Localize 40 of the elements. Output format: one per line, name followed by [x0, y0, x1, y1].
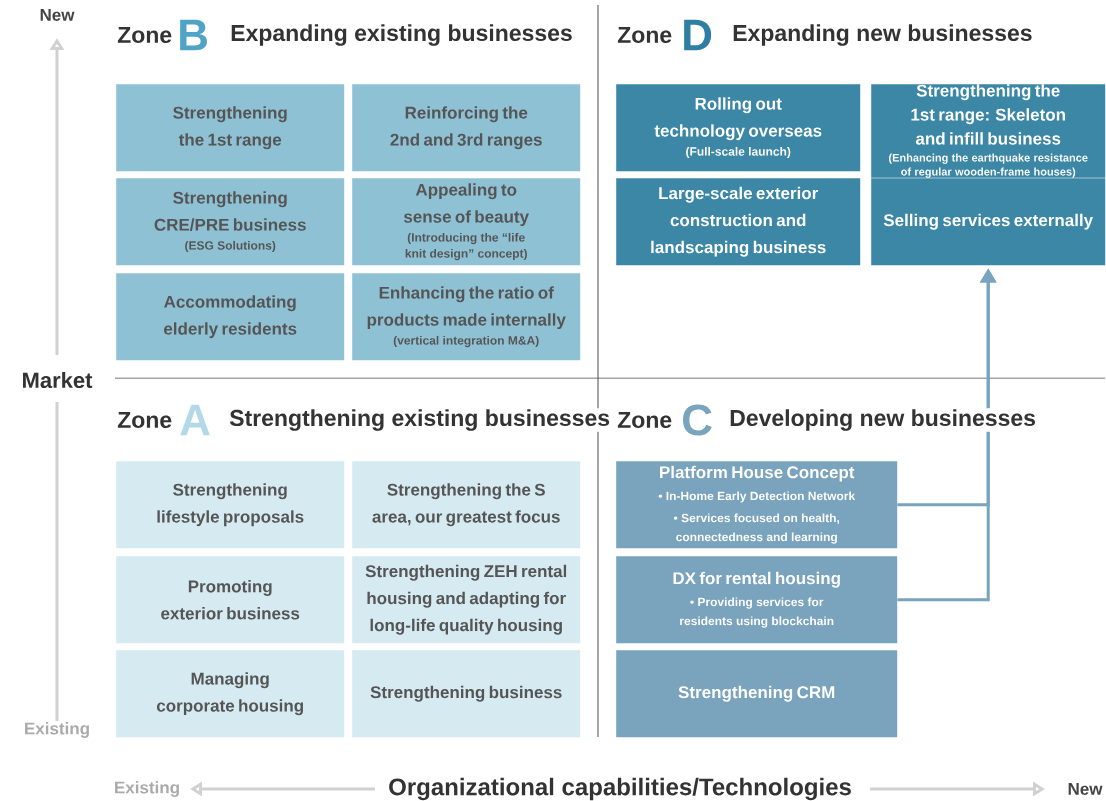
zone-title: Expanding existing businesses	[229, 23, 574, 47]
node-label: Selling services externally	[883, 213, 1094, 230]
strategy-box: Enhancing the ratio of products made internally (vertical integration M&A)	[352, 273, 581, 361]
strategy-box: Appealing to sense of beauty (Introducing the “life knit design” concept)	[352, 178, 581, 266]
zone-title: Expanding new businesses	[731, 23, 1034, 47]
strategy-box: Rolling out technology overseas (Full-scale launch)	[616, 84, 861, 172]
strategy-box: Large-scale exterior construction and landscaping business	[616, 178, 861, 266]
axis-label: Existing	[22, 721, 92, 739]
zone-letter: A	[178, 403, 212, 437]
axis-title: Organizational capabilities/Technologies	[387, 776, 853, 801]
zone-label: Zone	[116, 26, 174, 45]
axis-label: Market	[20, 370, 94, 390]
node-label: Strengthening the 1st range: Skeleton and infill business	[911, 84, 1065, 145]
zone-label: Zone	[116, 411, 174, 430]
strategy-box: Selling services externally	[871, 178, 1106, 266]
strategy-box: DX for rental housing • Providing services for residents using blockchain	[616, 556, 898, 644]
strategy-box: Platform House Concept • In-Home Early Detection Network • Services focused on health, connectedness and learning	[616, 461, 898, 549]
strategy-box: Reinforcing the 2nd and 3rd ranges	[352, 84, 581, 172]
zone-label: Zone	[616, 26, 674, 45]
strategy-box: Promoting exterior business	[116, 556, 345, 644]
zone-letter: D	[680, 18, 714, 52]
zone-title: Strengthening existing businesses	[228, 408, 612, 432]
strategy-box: Strengthening CRE/PRE business (ESG Solutions)	[116, 178, 345, 266]
zone-letter: B	[176, 18, 210, 52]
axis-label: New	[38, 8, 76, 22]
strategy-box: Strengthening the 1st range	[116, 84, 345, 172]
strategy-box: Strengthening lifestyle proposals	[116, 461, 345, 549]
zone-title: Developing new businesses	[728, 408, 1037, 432]
zone-label: Zone	[616, 411, 674, 430]
zone-letter: C	[680, 403, 714, 437]
strategy-box: Managing corporate housing	[116, 650, 345, 738]
strategy-box: Strengthening the S area, our greatest focus	[352, 461, 581, 549]
axis-label: Existing	[112, 780, 182, 798]
node-label: (Enhancing the earthquake resistance of regular wooden-frame houses)	[889, 153, 1088, 178]
strategy-box: Strengthening business	[352, 650, 581, 738]
axis-label: New	[1066, 782, 1104, 796]
strategy-box: Strengthening ZEH rental housing and adapting for long-life quality housing	[352, 556, 581, 644]
strategy-box: Strengthening the 1st range: Skeleton and infill business (Enhancing the earthquake resistance of regular wooden-frame houses)	[871, 84, 1106, 178]
strategy-box: Strengthening CRM	[616, 650, 898, 738]
strategy-box: Accommodating elderly residents	[116, 273, 345, 361]
